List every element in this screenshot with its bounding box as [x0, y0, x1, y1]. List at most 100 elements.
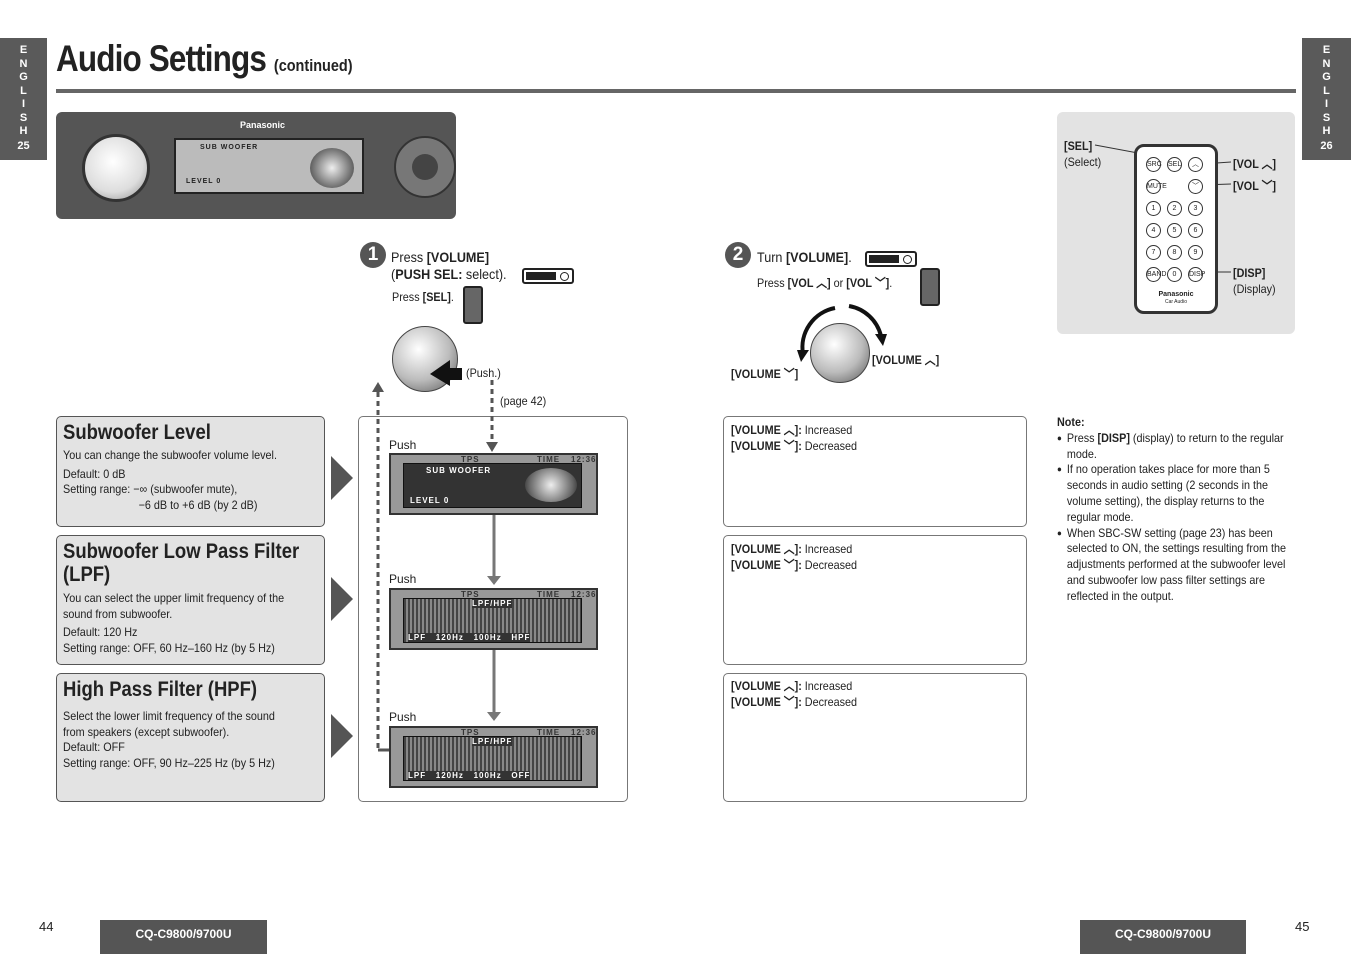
section-range: Setting range: −∞ (subwoofer mute), [63, 482, 238, 497]
step-2-remote-instruction: Press [VOL ︿] or [VOL ﹀]. [757, 274, 892, 291]
control-ring-icon [394, 136, 456, 198]
speaker-icon [525, 468, 577, 502]
push-arrow-icon [430, 360, 462, 386]
disp-key: [DISP] [1233, 266, 1266, 280]
result-down: Decreased [801, 695, 858, 709]
head-unit-mini-icon [522, 268, 574, 284]
result-key-down: [VOLUME ﹀]: [731, 439, 802, 453]
hpf-section: High Pass Filter (HPF) Select the lower … [56, 673, 325, 802]
speaker-icon [310, 148, 354, 188]
note-item: If no operation takes place for more tha… [1057, 462, 1298, 525]
remote-key: [SEL] [422, 290, 451, 304]
remote-button: 4 [1146, 223, 1161, 238]
subwoofer-lpf-section: Subwoofer Low Pass Filter(LPF) You can s… [56, 535, 325, 665]
section-default: Default: 120 Hz [63, 625, 138, 640]
lcd-value: LEVEL 0 [410, 496, 450, 505]
lcd-title: LPF/HPF [472, 599, 513, 608]
push-label: Push [389, 710, 417, 724]
note-text-end: (display) to return to the regular mode. [1066, 430, 1284, 461]
note-item: When SBC-SW setting (page 23) has been s… [1057, 526, 1298, 605]
language-tab-letters: E N G L I S H [1322, 44, 1331, 137]
step-2-text-end: . [848, 249, 852, 265]
note-section: Note: Press [DISP] (display) to return t… [1057, 415, 1297, 605]
model-label-left: CQ-C9800/9700U [100, 920, 267, 954]
remote-button: DISP [1188, 267, 1205, 282]
remote-brand-sub: Car Audio [1165, 299, 1187, 305]
lcd-tp: TPS [461, 455, 480, 464]
section-title: Subwoofer Low Pass Filter(LPF) [63, 540, 299, 586]
lcd-time: TIME [537, 590, 561, 599]
flow-arrows [372, 380, 501, 752]
result-key-up: [VOLUME ︿]: [731, 423, 802, 437]
head-unit-illustration: Panasonic SUB WOOFER LEVEL 0 [56, 112, 456, 219]
lcd-tp: TPS [461, 728, 480, 737]
remote-button: 6 [1188, 223, 1203, 238]
disp-callout: [DISP] (Display) [1233, 265, 1276, 297]
remote-text-mid: or [830, 276, 847, 290]
lcd-tp: TPS [461, 590, 480, 599]
note-item: Press [DISP] (display) to return to the … [1057, 431, 1298, 463]
lcd-time: TIME [537, 455, 561, 464]
page-title-subtitle: (continued) [273, 56, 353, 75]
step-1-text-3: select). [462, 266, 507, 282]
section-range-cont: −6 dB to +6 dB (by 2 dB) [138, 497, 258, 512]
remote-button: SEL [1167, 157, 1182, 172]
head-unit-mini-icon [865, 251, 917, 267]
result-key-down: [VOLUME ﹀]: [731, 695, 802, 709]
remote-text-end: . [889, 276, 893, 290]
result-box-lpf: [VOLUME ︿]: Increased [VOLUME ﹀]: Decrea… [723, 535, 1027, 665]
remote-key-up: [VOL ︿] [787, 276, 831, 290]
step-2-key: [VOLUME] [785, 249, 849, 265]
arrow-right-icon [331, 714, 353, 758]
remote-button: 5 [1167, 223, 1182, 238]
head-unit-brand: Panasonic [240, 120, 286, 130]
remote-button: 0 [1167, 267, 1182, 282]
vol-up-button-icon: ︿ [1188, 157, 1203, 172]
step-1-instruction: Press [VOLUME] (PUSH SEL: select). [391, 249, 507, 283]
step-1-key: [VOLUME] [426, 249, 490, 265]
section-title: High Pass Filter (HPF) [63, 678, 258, 701]
step-1-remote-instruction: Press [SEL]. [392, 290, 454, 304]
remote-button: MUTE [1146, 179, 1167, 194]
remote-control-icon: SRC SEL ︿ MUTE ﹀ 1 2 3 4 5 6 7 8 9 BAND … [1134, 144, 1218, 314]
arrow-right-icon [331, 577, 353, 621]
section-description: You can select the upper limit frequency… [63, 591, 285, 605]
volume-down-label: [VOLUME ﹀] [731, 367, 799, 381]
lcd-time: TIME [537, 728, 561, 737]
head-unit-display-value: LEVEL 0 [186, 178, 222, 185]
lcd-title: SUB WOOFER [426, 466, 492, 475]
page-reference: (page 42) [500, 394, 547, 408]
remote-button: 2 [1167, 201, 1182, 216]
result-key-up: [VOLUME ︿]: [731, 542, 802, 556]
result-box-level: [VOLUME ︿]: Increased [VOLUME ﹀]: Decrea… [723, 416, 1027, 527]
section-title-line: (LPF) [63, 563, 111, 586]
disp-desc: (Display) [1233, 282, 1276, 296]
lcd-subwoofer-level: TPS TIME 12:36 SUB WOOFER LEVEL 0 [389, 453, 598, 515]
volume-up-label: [VOLUME ︿] [872, 353, 940, 367]
remote-text: Press [757, 276, 788, 290]
rotate-arrows-icon [797, 304, 887, 362]
remote-button: BAND [1146, 267, 1166, 282]
sel-key: [SEL] [1064, 139, 1093, 153]
title-divider [56, 89, 1296, 93]
step-2-badge: 2 [725, 242, 751, 268]
result-up: Increased [801, 423, 853, 437]
sel-callout: [SEL] (Select) [1064, 138, 1101, 170]
page-number-right: 45 [1295, 919, 1310, 934]
sel-desc: (Select) [1064, 155, 1102, 169]
remote-mini-icon [463, 286, 483, 324]
head-unit-display-label: SUB WOOFER [200, 144, 259, 151]
lcd-clock: 12:36 [571, 455, 597, 464]
knob-turn-icon [810, 323, 870, 383]
push-label: Push [389, 438, 417, 452]
language-tab-letters: E N G L I S H [19, 44, 28, 137]
section-description-cont: from speakers (except subwoofer). [63, 724, 230, 739]
result-box-hpf: [VOLUME ︿]: Increased [VOLUME ﹀]: Decrea… [723, 673, 1027, 802]
result-down: Decreased [801, 439, 858, 453]
lcd-value: LPF 120Hz 100Hz HPF [408, 633, 531, 642]
result-key-up: [VOLUME ︿]: [731, 679, 802, 693]
remote-key-down: [VOL ﹀] [846, 276, 890, 290]
step-1-badge: 1 [360, 242, 386, 268]
note-title: Note: [1057, 415, 1085, 429]
lcd-clock: 12:36 [571, 590, 597, 599]
